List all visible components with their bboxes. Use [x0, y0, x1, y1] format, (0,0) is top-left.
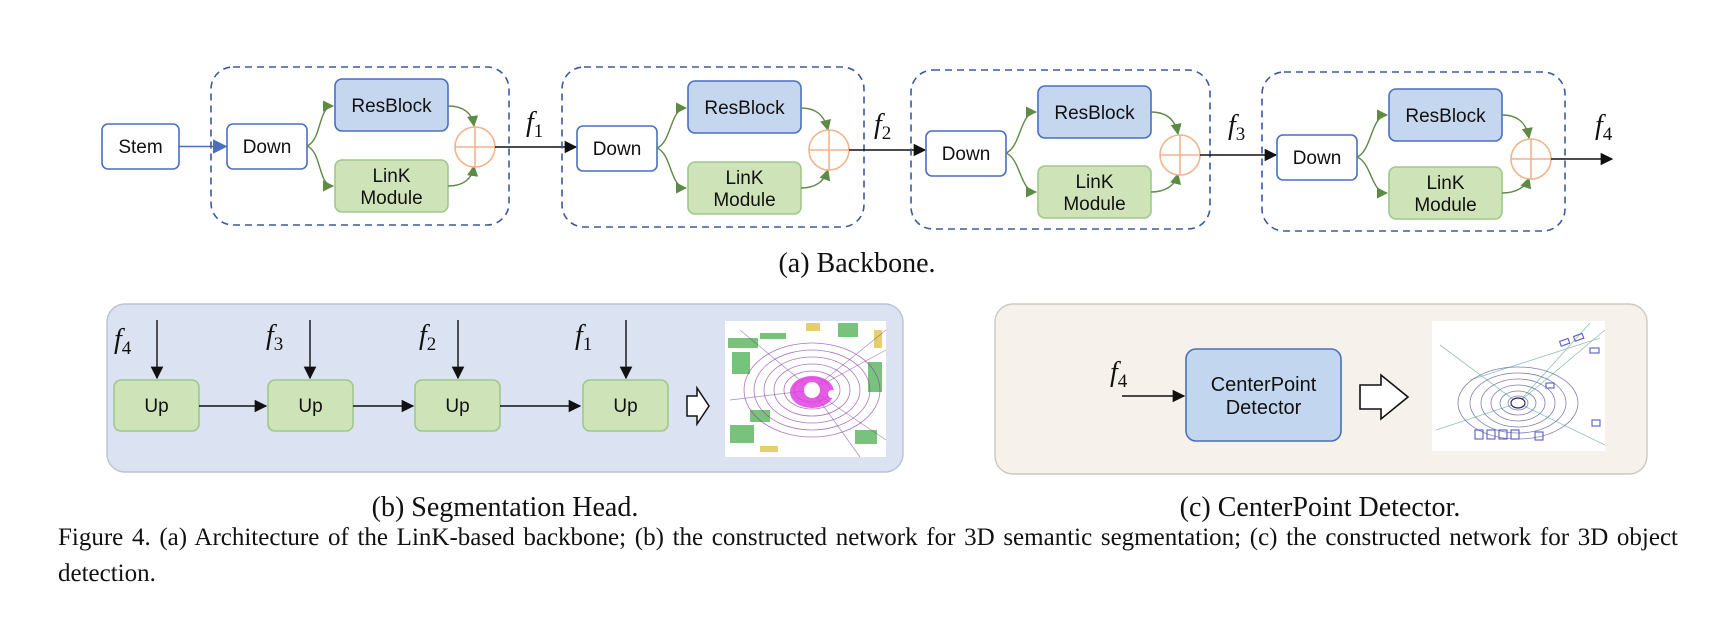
feature-label: f3	[1228, 110, 1245, 145]
split-arrow-down	[306, 145, 335, 192]
output-hollow-arrow-icon	[1359, 373, 1410, 421]
feature-label: f3	[266, 320, 283, 355]
add-icon	[1510, 138, 1552, 180]
backbone-stage-4: Down ResBlock LinK Module f4	[1261, 71, 1614, 232]
up-block-3: f2 Up	[414, 320, 501, 432]
merge-arrow-top	[800, 107, 831, 132]
up-label: Up	[298, 396, 322, 417]
link-module-label-line2: Module	[1414, 195, 1476, 216]
segmentation-head-caption: (b) Segmentation Head.	[372, 492, 639, 523]
feature-label: f4	[1595, 110, 1613, 145]
merge-arrow-bottom	[447, 164, 479, 187]
split-arrow-up	[656, 102, 688, 149]
link-module-label-line2: Module	[1063, 194, 1125, 215]
merge-arrow-bottom	[1501, 176, 1532, 194]
split-arrow-down	[656, 147, 688, 194]
feature-label: f1	[526, 107, 543, 142]
detector-label-line1: CenterPoint	[1211, 374, 1317, 396]
resblock-box	[334, 78, 449, 132]
feature-label: f2	[419, 320, 436, 355]
link-module-label-line2: Module	[713, 190, 775, 211]
add-icon	[1159, 134, 1201, 176]
feature-label: f2	[874, 109, 891, 144]
feature-label: f4	[1110, 357, 1128, 392]
split-arrow-up	[306, 100, 335, 147]
up-label: Up	[445, 396, 469, 417]
feature-label: f1	[575, 320, 592, 355]
down-label: Down	[1293, 148, 1342, 169]
merge-arrow-top	[1150, 111, 1182, 136]
figure-caption: Figure 4. (a) Architecture of the LinK-b…	[58, 524, 1678, 587]
detector-panel: f4 CenterPoint Detector	[994, 303, 1648, 523]
stage-container	[561, 66, 865, 228]
merge-arrow-top	[447, 105, 479, 128]
detector-caption: (c) CenterPoint Detector.	[1180, 492, 1461, 523]
up-label: Up	[144, 396, 168, 417]
merge-arrow-bottom	[800, 168, 831, 189]
up-box	[582, 379, 669, 432]
link-module-label-line1: LinK	[725, 168, 763, 189]
segmentation-head-panel: f4 Up f3 Up f2 Up f1 Up	[106, 303, 904, 523]
stem-label: Stem	[118, 137, 162, 158]
backbone-stage-3: Down ResBlock LinK Module f3	[910, 69, 1278, 230]
merge-arrow-bottom	[1150, 172, 1181, 193]
merge-arrow-top	[1501, 114, 1533, 140]
link-module-label-line1: LinK	[1426, 173, 1464, 194]
split-arrow-up	[1005, 106, 1038, 154]
split-arrow-down	[1005, 152, 1038, 198]
split-arrow-down	[1356, 156, 1389, 199]
resblock-label: ResBlock	[704, 98, 785, 119]
split-arrow-up	[1356, 109, 1389, 158]
up-label: Up	[613, 396, 637, 417]
resblock-label: ResBlock	[1054, 103, 1135, 124]
backbone-stage-2: Down ResBlock LinK Module f2	[561, 66, 927, 228]
down-label: Down	[942, 144, 991, 165]
backbone-diagram: Stem Down ResBlock LinK Module f1	[101, 66, 1614, 279]
detector-label-line2: Detector	[1226, 397, 1302, 419]
link-module-label-line2: Module	[360, 188, 422, 209]
up-block-4: f1 Up	[575, 320, 669, 432]
feature-label: f4	[114, 324, 132, 359]
detection-result-image	[1432, 321, 1606, 451]
add-icon	[808, 129, 850, 171]
stage-container	[910, 69, 1211, 230]
down-label: Down	[593, 139, 642, 160]
segmentation-result-image	[725, 321, 887, 458]
stage-container	[1261, 71, 1566, 232]
stage-container	[210, 66, 510, 226]
centerpoint-detector-box	[1185, 348, 1342, 442]
up-block-2: f3 Up	[266, 320, 354, 432]
resblock-box	[687, 80, 802, 134]
link-module-label-line1: LinK	[372, 166, 410, 187]
add-icon	[454, 126, 496, 168]
resblock-label: ResBlock	[351, 96, 432, 117]
down-label: Down	[243, 137, 292, 158]
resblock-label: ResBlock	[1405, 106, 1486, 127]
output-hollow-arrow-icon	[686, 385, 710, 427]
link-module-label-line1: LinK	[1075, 172, 1113, 193]
backbone-stage-1: Down ResBlock LinK Module f1	[210, 66, 578, 226]
backbone-caption: (a) Backbone.	[778, 248, 935, 279]
